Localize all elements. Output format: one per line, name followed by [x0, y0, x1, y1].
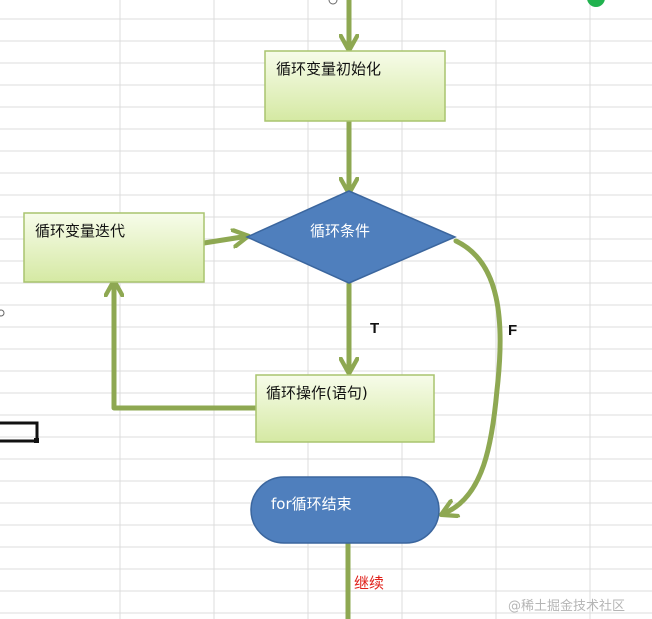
edge-artifact-circle	[328, 0, 338, 5]
edge-label-continue: 继续	[354, 574, 384, 592]
node-init-box	[264, 50, 446, 122]
node-iterate-label: 循环变量迭代	[35, 222, 125, 240]
node-end-shape	[250, 476, 440, 544]
edge-artifact-left	[0, 309, 5, 317]
node-iterate-box	[23, 212, 205, 283]
node-end-label: for循环结束	[271, 495, 352, 513]
node-body: 循环操作(语句)	[255, 374, 435, 443]
node-condition: 循环条件	[245, 190, 457, 284]
node-condition-diamond	[245, 190, 457, 284]
node-end: for循环结束	[250, 476, 440, 544]
node-condition-label: 循环条件	[310, 222, 370, 240]
edge-label-true: T	[370, 320, 379, 337]
node-iterate: 循环变量迭代	[23, 212, 205, 283]
node-init-label: 循环变量初始化	[276, 60, 381, 78]
selected-cell-outline	[0, 421, 39, 443]
connectors	[114, 0, 503, 619]
edge-label-false: F	[508, 322, 517, 339]
node-init: 循环变量初始化	[264, 50, 446, 122]
selected-cell-handle	[34, 438, 39, 443]
arrow-cond-false-to-end	[447, 238, 503, 512]
watermark-text: @稀土掘金技术社区	[508, 598, 625, 614]
arrow-body-to-iter	[114, 287, 259, 411]
arrow-iter-to-cond	[201, 237, 242, 243]
node-body-box	[255, 374, 435, 443]
node-body-label: 循环操作(语句)	[266, 384, 368, 402]
edge-green-dot	[587, 0, 605, 7]
